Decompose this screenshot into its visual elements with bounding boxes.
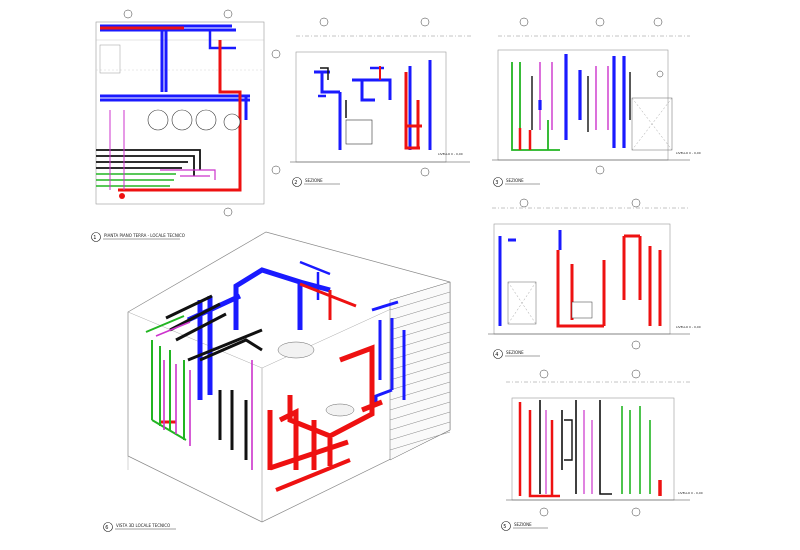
view-title: SEZIONE [506,350,524,355]
grid-bubble [539,369,549,379]
grid-bubble [631,198,641,208]
grid-bubble [271,49,281,59]
view-5-section: LIVELLO 0 - 0,00 5 SEZIONE [501,369,703,531]
view-number: 6 [105,525,108,531]
grid-bubble [595,165,605,175]
grid-bubble [223,9,233,19]
grid-bubble [223,207,233,217]
level-label: LIVELLO 0 - 0,00 [438,152,463,156]
view-title: SEZIONE [305,178,323,183]
grid-bubble [653,17,663,27]
view-number: 1 [93,235,96,241]
level-label: LIVELLO 0 - 0,00 [676,151,701,155]
view-2-section: LIVELLO 0 - 0,00 2 SEZIONE [290,17,472,187]
level-label: LIVELLO 0 - 0,00 [678,491,703,495]
grid-bubble [519,17,529,27]
grid-bubble [631,507,641,517]
view-title: SEZIONE [514,522,532,527]
view-number: 3 [495,180,498,186]
view-number: 2 [294,180,297,186]
grid-bubble [319,17,329,27]
grid-bubble [631,369,641,379]
grid-bubble [123,9,133,19]
grid-bubble [271,165,281,175]
view-number: 5 [503,524,506,530]
view-4-section: LIVELLO 0 - 0,00 4 SEZIONE [488,198,701,359]
grid-bubble [420,167,430,177]
level-label: LIVELLO 0 - 0,00 [676,325,701,329]
grid-bubble [519,198,529,208]
grid-bubble [631,340,641,350]
view-number: 4 [495,352,498,358]
view-title: SEZIONE [506,178,524,183]
grid-bubble [420,17,430,27]
view-title: PIANTA PIANO TERRA - LOCALE TECNICO [104,233,185,238]
view-title: VISTA 3D LOCALE TECNICO [116,523,170,528]
grid-bubble [539,507,549,517]
view-3-section: LIVELLO 0 - 0,00 3 SEZIONE [492,17,701,187]
view-1-plan: 1 PIANTA PIANO TERRA - LOCALE TECNICO [91,9,281,242]
louver-panel [389,281,451,461]
grid-bubble [595,17,605,27]
view-6-3d-view: 6 VISTA 3D LOCALE TECNICO [103,231,451,532]
